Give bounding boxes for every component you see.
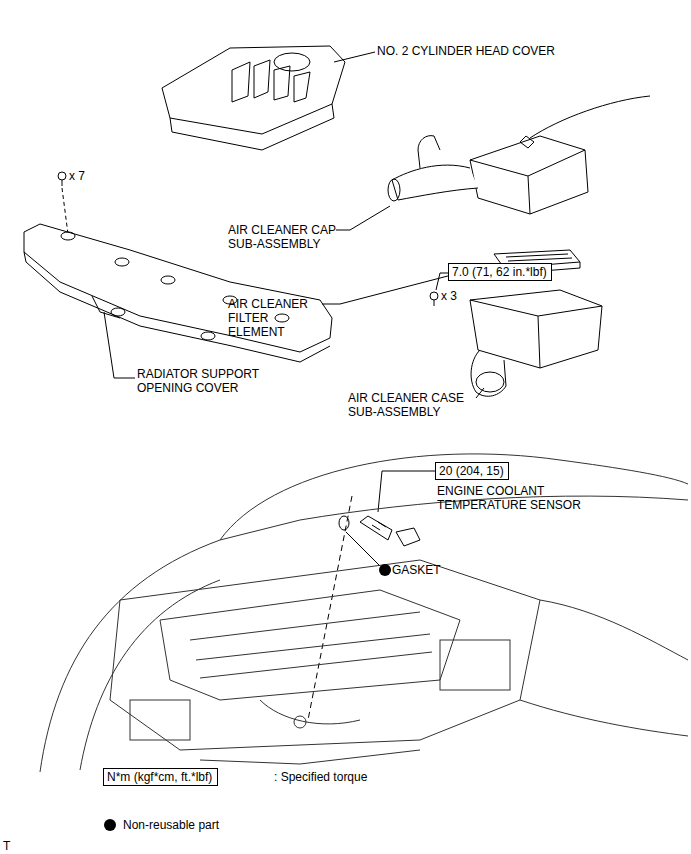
leader-line [476, 388, 484, 398]
part-name: AIR CLEANER FILTER ELEMENT [228, 297, 328, 339]
torque-box: 7.0 (71, 62 in.*lbf) [448, 263, 552, 281]
legend-swatch [104, 819, 116, 831]
part-name: NO. 2 CYLINDER HEAD COVER [377, 44, 555, 58]
leader-line [308, 496, 352, 720]
quantity: x 3 [441, 289, 457, 303]
part-name: ENGINE COOLANT TEMPERATURE SENSOR [437, 484, 587, 512]
part-name: AIR CLEANER CASE SUB-ASSEMBLY [348, 391, 472, 419]
note: : Specified torque [274, 770, 367, 784]
part-name: RADIATOR SUPPORT OPENING COVER [137, 367, 265, 395]
torque-value: N*m (kgf*cm, ft.*lbf) [107, 770, 212, 784]
air-cleaner-cap [388, 96, 650, 214]
bolt-icon [430, 292, 438, 306]
torque-value: 7.0 (71, 62 in.*lbf) [452, 265, 547, 279]
figure-code: T [3, 839, 10, 853]
leader-line [346, 532, 380, 566]
torque-unit-box: N*m (kgf*cm, ft.*lbf) [103, 768, 218, 786]
air-cleaner-case [470, 290, 602, 396]
leader-line [334, 52, 375, 62]
cylinder-head-cover [162, 46, 345, 150]
legend-text: Non-reusable part [123, 818, 219, 832]
engine-bay [40, 454, 688, 772]
part-name: AIR CLEANER CAP SUB-ASSEMBLY [228, 223, 336, 251]
quantity: x 7 [69, 169, 85, 183]
part-name: GASKET [392, 563, 441, 577]
bolt-icon [58, 172, 66, 186]
non-reusable-mark [379, 564, 391, 576]
leader-line [336, 206, 390, 230]
leader-line [62, 188, 68, 234]
legend-item: Non-reusable part [123, 818, 219, 832]
torque-box: 20 (204, 15) [435, 462, 509, 480]
leader-line [104, 312, 135, 378]
temperature-sensor [339, 516, 420, 546]
torque-value: 20 (204, 15) [439, 464, 504, 478]
leader-line [436, 273, 448, 290]
